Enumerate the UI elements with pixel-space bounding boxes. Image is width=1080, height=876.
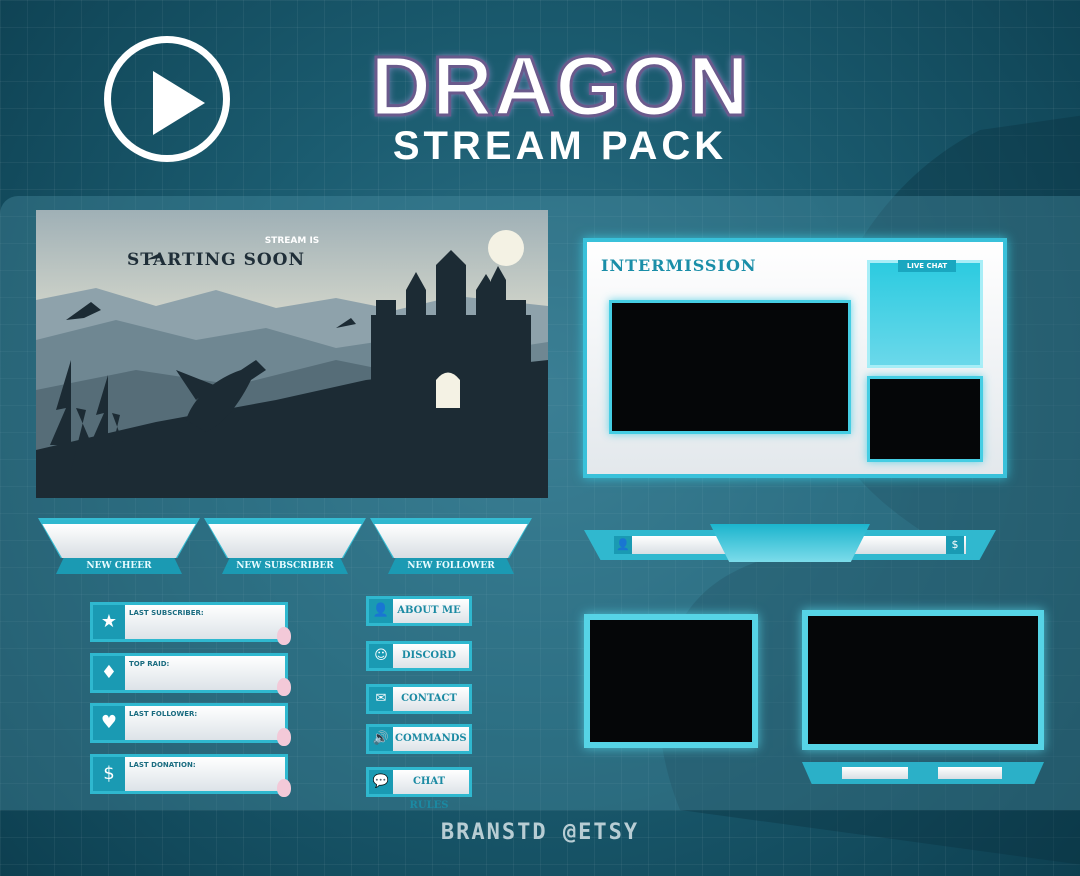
intermission-title: INTERMISSION	[601, 256, 757, 275]
user-icon: 👤	[614, 536, 632, 554]
panel-label: COMMANDS	[395, 733, 467, 744]
panel-about-me: 👤 ABOUT ME	[366, 596, 472, 626]
last-donation-bar: $ LAST DONATION:	[90, 754, 291, 797]
info-label: TOP RAID:	[129, 660, 170, 668]
stream-info-bar: 👤 $	[584, 524, 996, 562]
webcam-frame-large	[802, 610, 1044, 750]
egg-icon	[277, 678, 291, 696]
chat-icon: 💬	[369, 770, 393, 794]
starting-soon-label: STARTING SOON	[126, 250, 306, 270]
heart-icon: ♥	[93, 706, 125, 740]
page-title: DRAGON	[369, 38, 750, 135]
alert-new-subscriber: NEW SUBSCRIBER	[204, 518, 366, 576]
info-label: LAST DONATION:	[129, 761, 196, 769]
egg-icon	[277, 627, 291, 645]
intermission-screen: INTERMISSION LIVE CHAT	[583, 238, 1007, 478]
star-icon: ★	[93, 605, 125, 639]
panel-label: CHAT RULES	[409, 776, 449, 811]
discord-icon: ☺	[369, 644, 393, 668]
webcam-info-bar	[802, 762, 1044, 784]
webcam-frame-small	[584, 614, 758, 748]
panel-label: ABOUT ME	[397, 605, 461, 616]
panel-contact: ✉ CONTACT	[366, 684, 472, 714]
last-subscriber-bar: ★ LAST SUBSCRIBER:	[90, 602, 291, 645]
webcam-frame	[867, 376, 983, 462]
dragon-mascot-badge	[710, 524, 870, 562]
info-label: LAST SUBSCRIBER:	[129, 609, 204, 617]
play-icon	[104, 36, 230, 162]
live-chat-label: LIVE CHAT	[898, 260, 956, 272]
castle-landscape-illustration	[36, 230, 548, 498]
info-label: LAST FOLLOWER:	[129, 710, 198, 718]
envelope-icon: ✉	[369, 687, 393, 711]
footer-credit: BRANSTD @ETSY	[440, 820, 640, 845]
egg-icon	[277, 779, 291, 797]
live-chat-box: LIVE CHAT	[867, 260, 983, 368]
panel-discord: ☺ DISCORD	[366, 641, 472, 671]
dollar-icon: $	[93, 757, 125, 791]
alert-label: NEW SUBSCRIBER	[222, 558, 348, 574]
top-raid-bar: ♦ TOP RAID:	[90, 653, 291, 696]
panel-chat-rules: 💬 CHAT RULES	[366, 767, 472, 811]
alert-label: NEW FOLLOWER	[388, 558, 514, 574]
page-subtitle: STREAM PACK	[392, 124, 728, 168]
last-follower-bar: ♥ LAST FOLLOWER:	[90, 703, 291, 746]
alert-label: NEW CHEER	[56, 558, 182, 574]
stream-is-label: STREAM IS	[264, 236, 320, 246]
egg-icon	[277, 728, 291, 746]
alert-new-cheer: NEW CHEER	[38, 518, 200, 576]
alert-new-follower: NEW FOLLOWER	[370, 518, 532, 576]
user-icon: 👤	[369, 599, 393, 623]
panel-commands: 🔊 COMMANDS	[366, 724, 472, 754]
panel-label: DISCORD	[401, 650, 457, 661]
dollar-icon: $	[946, 536, 964, 554]
main-video-frame	[609, 300, 851, 434]
starting-soon-screen: STREAM IS STARTING SOON	[36, 210, 548, 498]
panel-label: CONTACT	[401, 693, 457, 704]
speaker-icon: 🔊	[369, 727, 393, 751]
diamond-icon: ♦	[93, 656, 125, 690]
